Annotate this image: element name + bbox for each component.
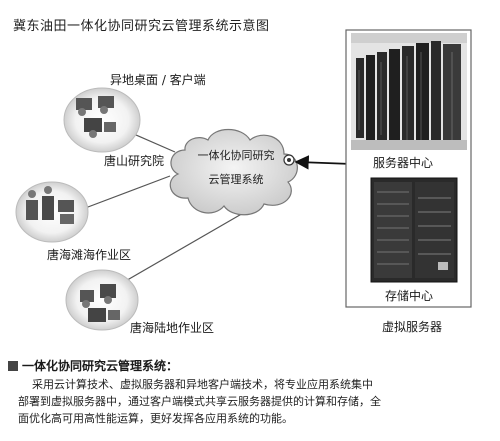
diagram-title: 冀东油田一体化协同研究云管理系统示意图	[13, 19, 270, 34]
server-room-image	[351, 33, 467, 150]
storage-center-label: 存储中心	[385, 289, 434, 303]
link-site3	[109, 211, 246, 291]
arrow-servers-to-cloud	[294, 155, 353, 170]
virtual-servers-label: 虚拟服务器	[382, 320, 443, 334]
site-tangshan-graphic	[63, 87, 141, 153]
site-label-tangshan: 唐山研究院	[104, 154, 165, 168]
cloud-label-line1: 一体化协同研究	[197, 149, 275, 162]
site-tanghai-offshore-graphic	[15, 181, 89, 243]
description-line-2: 部署到虚拟服务器中，通过客户端模式共享云服务器提供的计算和存储，全	[18, 395, 381, 408]
cloud-label: 一体化协同研究 云管理系统	[188, 144, 284, 192]
site-label-tanghai-onshore: 唐海陆地作业区	[130, 321, 215, 335]
site-tanghai-onshore-graphic	[65, 269, 139, 331]
description-heading: 一体化协同研究云管理系统：	[8, 357, 178, 374]
clients-header: 异地桌面 / 客户端	[110, 73, 206, 87]
architecture-diagram	[15, 29, 472, 331]
cloud-shape	[169, 128, 298, 216]
link-site2	[79, 175, 171, 211]
cloud-label-line2: 云管理系统	[208, 173, 264, 186]
site-label-tanghai-offshore: 唐海滩海作业区	[47, 248, 132, 262]
description-body: 采用云计算技术、虚拟服务器和异地客户端技术，将专业应用系统集中 部署到虚拟服务器…	[18, 376, 496, 427]
description-line-1: 采用云计算技术、虚拟服务器和异地客户端技术，将专业应用系统集中	[32, 378, 373, 391]
description-line-3: 面优化高可用高性能运算，更好发挥各应用系统的功能。	[18, 412, 293, 425]
server-center-label: 服务器中心	[373, 156, 434, 170]
storage-cabinet-image	[370, 177, 458, 283]
